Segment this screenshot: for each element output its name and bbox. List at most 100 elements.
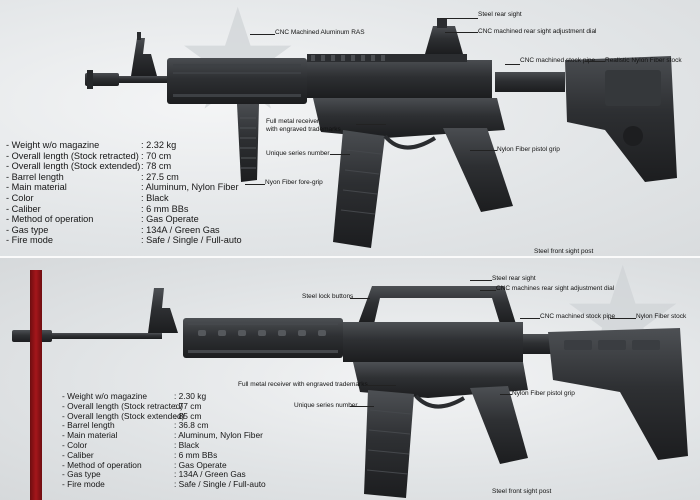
leader-line: [356, 124, 386, 125]
spec-value: : Gas Operate: [174, 459, 227, 470]
spec-row: - Caliber : 6 mm BBs: [62, 449, 266, 461]
spec-row: - Gas type : 134A / Green Gas: [6, 225, 242, 236]
top-specs-list: - Weight w/o magazine: 2.32 kg - Overall…: [6, 140, 242, 246]
leader-line: [250, 34, 275, 35]
rifle-bottom-image: [8, 280, 698, 500]
spec-row: - Overall length (Stock extended): 85 cm: [62, 410, 266, 422]
callout-nylon-stock: Realistic Nylon Fiber stock: [605, 57, 682, 64]
leader-line: [505, 64, 520, 65]
callout-steel-rear-sight: Steel rear sight: [478, 11, 522, 18]
spec-row: - Color : Black: [62, 439, 266, 451]
spec-label: - Overall length (Stock extended): [6, 161, 141, 172]
callout-stock-pipe: CNC machined stock pipe: [540, 313, 616, 320]
spec-value: : 27.5 cm: [141, 171, 179, 182]
leader-line: [245, 184, 265, 185]
callout-unique-series-number: Unique series number: [294, 402, 358, 409]
spec-value: : Black: [141, 192, 169, 203]
spec-value: : 134A / Green Gas: [141, 224, 220, 235]
bottom-product-panel: ★: [0, 258, 700, 500]
spec-value: : 2.32 kg: [141, 140, 177, 150]
callout-engraved-trademarks: with engraved trademarks: [266, 126, 341, 133]
spec-row: - Barrel length : 36.8 cm: [62, 421, 266, 431]
spec-value: : 6 mm BBs: [141, 203, 189, 214]
spec-row: - Overall length (Stock retracted): 77 c…: [62, 400, 266, 412]
callout-pistol-grip: Nylon Fiber pistol grip: [512, 390, 575, 397]
leader-line: [470, 150, 497, 151]
leader-line: [500, 394, 512, 395]
leader-line: [445, 32, 478, 33]
spec-label: - Color: [62, 439, 88, 450]
leader-line: [366, 385, 396, 386]
spec-value: : Aluminum, Nylon Fiber: [141, 182, 239, 193]
leader-line: [330, 154, 350, 155]
leader-line: [470, 280, 492, 281]
leader-line: [585, 61, 605, 62]
spec-label: - Fire mode: [6, 235, 53, 246]
callout-pistol-grip: Nylon Fiber pistol grip: [497, 146, 560, 153]
spec-row: - Overall length (Stock extended): 78 cm: [6, 161, 242, 172]
callout-full-metal-receiver: Full metal receiver with engraved tradem…: [238, 381, 368, 388]
leader-line: [520, 318, 540, 319]
spec-row: - Color : Black: [6, 193, 242, 204]
spec-value: : Safe / Single / Full-auto: [141, 235, 242, 246]
red-accent-bar: [30, 270, 42, 500]
spec-label: - Method of operation: [62, 459, 142, 470]
spec-row: - Fire mode : Safe / Single / Full-auto: [6, 235, 242, 246]
spec-value: : 2.30 kg: [174, 391, 207, 401]
callout-steel-lock-buttons: Steel lock buttons: [302, 293, 354, 300]
leader-line: [350, 298, 370, 299]
spec-row: - Weight w/o magazine: 2.32 kg: [6, 140, 242, 151]
spec-row: - Caliber: 6 mm BBs: [6, 204, 242, 215]
spec-label: - Color: [6, 192, 34, 203]
rifle-top-image: [85, 10, 685, 250]
spec-value: : 77 cm: [174, 400, 202, 411]
leader-line: [350, 406, 374, 407]
spec-label: - Gas type: [6, 224, 49, 235]
spec-row: - Barrel length : 27.5 cm: [6, 172, 242, 183]
leader-line: [610, 318, 636, 319]
spec-value: : 134A / Green Gas: [174, 469, 246, 480]
bottom-specs-list: - Weight w/o magazine : 2.30 kg - Overall…: [62, 391, 266, 490]
callout-front-sight-post: Steel front sight post: [534, 248, 594, 255]
callout-steel-rear-sight: Steel rear sight: [492, 275, 536, 282]
spec-row: - Method of operation : Gas Operate: [62, 459, 266, 471]
spec-row: - Fire mode : Safe / Single / Full-auto: [62, 479, 266, 490]
spec-value: : 70 cm: [141, 150, 172, 161]
spec-row: - Weight w/o magazine : 2.30 kg: [62, 391, 266, 402]
spec-label: - Overall length (Stock retracted): [62, 400, 184, 411]
spec-row: - Main material: Aluminum, Nylon Fiber: [62, 430, 266, 441]
callout-full-metal-receiver: Full metal receiver: [266, 118, 320, 125]
callout-stock-pipe: CNC machined stock pipe: [520, 57, 596, 64]
spec-value: : 78 cm: [141, 161, 172, 172]
spec-label: - Gas type: [62, 469, 101, 480]
spec-row: - Gas type : 134A / Green Gas: [62, 470, 266, 480]
callout-rear-sight-dial: CNC machined rear sight adjustment dial: [478, 28, 597, 35]
callout-nylon-stock: Nylon Fiber stock: [636, 313, 687, 320]
spec-label: - Main material: [62, 430, 118, 441]
spec-label: - Method of operation: [6, 214, 94, 225]
spec-value: : 85 cm: [174, 410, 202, 421]
spec-label: - Main material: [6, 182, 67, 193]
spec-label: - Barrel length: [62, 420, 115, 431]
spec-row: - Overall length (Stock retracted): 70 c…: [6, 151, 242, 162]
spec-label: - Weight w/o magazine: [62, 391, 148, 401]
spec-label: - Fire mode: [62, 479, 105, 490]
spec-value: : 6 mm BBs: [174, 449, 218, 460]
spec-label: - Overall length (Stock extended): [62, 410, 185, 421]
leader-line: [480, 290, 496, 291]
callout-unique-series-number: Unique series number: [266, 150, 330, 157]
callout-rear-sight-dial: CNC machines rear sight adjustment dial: [496, 285, 615, 292]
spec-value: : 36.8 cm: [174, 420, 209, 431]
spec-label: - Caliber: [62, 449, 94, 460]
top-product-panel: ★: [0, 0, 700, 258]
spec-row: - Main material : Aluminum, Nylon Fiber: [6, 182, 242, 193]
callout-aluminum-ras: CNC Machined Aluminum RAS: [275, 29, 365, 36]
panel-divider: [0, 256, 700, 259]
spec-label: - Barrel length: [6, 171, 64, 182]
callout-fore-grip: Nyon Fiber fore-grip: [265, 179, 323, 186]
spec-row: - Method of operation : Gas Operate: [6, 214, 242, 225]
spec-label: - Overall length (Stock retracted): [6, 150, 139, 161]
spec-value: : Black: [174, 439, 200, 450]
spec-value: : Gas Operate: [141, 214, 199, 225]
spec-value: : Safe / Single / Full-auto: [174, 479, 266, 490]
